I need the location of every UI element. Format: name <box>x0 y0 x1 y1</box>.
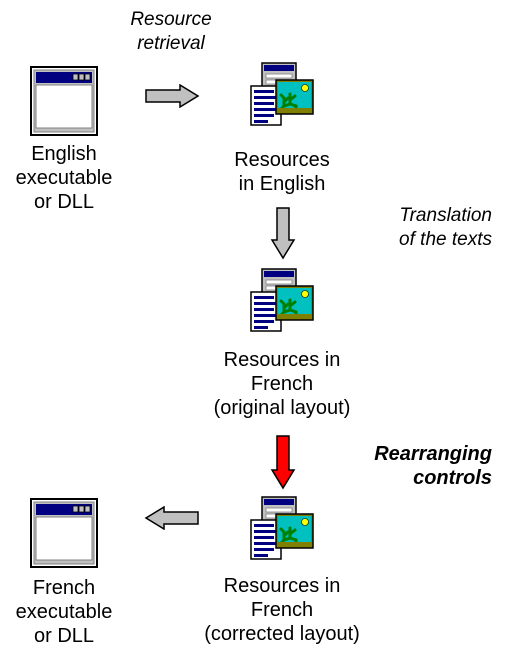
arrow-down-red-icon <box>270 435 296 490</box>
node-resources-french-original: Resources in French (original layout) <box>213 349 351 419</box>
window-icon <box>30 498 98 568</box>
node-french-executable: French executable or DLL <box>15 577 113 647</box>
resources-icon <box>250 268 314 332</box>
resources-icon <box>250 496 314 560</box>
step-translation: Translation of the texts <box>399 205 492 250</box>
arrow-right-icon <box>145 84 200 108</box>
step-resource-retrieval: Resource retrieval <box>130 9 212 54</box>
node-resources-english: Resources in English <box>234 149 330 195</box>
node-english-executable: English executable or DLL <box>15 143 113 213</box>
step-rearranging-controls: Rearranging controls <box>374 443 492 489</box>
resources-icon <box>250 62 314 126</box>
arrow-left-icon <box>144 506 199 530</box>
node-resources-french-corrected: Resources in French (corrected layout) <box>204 575 360 645</box>
window-icon <box>30 66 98 136</box>
arrow-down-icon <box>270 207 296 260</box>
